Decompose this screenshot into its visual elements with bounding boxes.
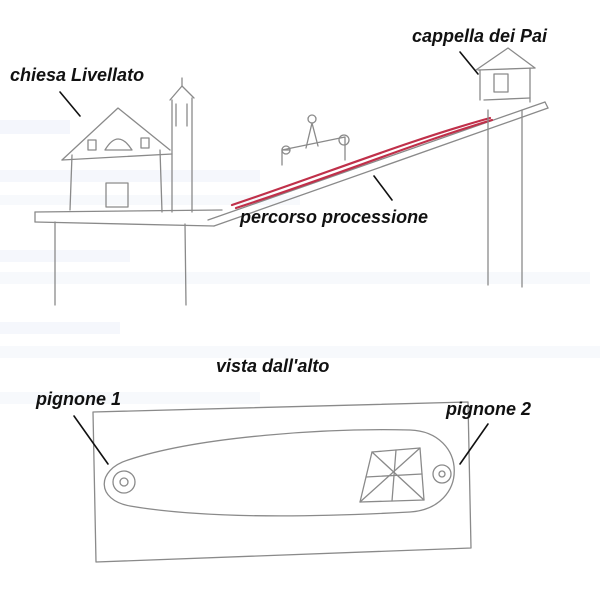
pignone-2-circle xyxy=(432,464,452,484)
pignone-1-label: pignone 1 xyxy=(35,389,121,409)
chiesa-pointer-line xyxy=(59,91,81,117)
church-drawing xyxy=(34,77,223,306)
chapel-drawing xyxy=(475,47,536,288)
pignone-1-circle xyxy=(112,470,136,494)
pignone-1-pointer-line xyxy=(73,415,109,465)
cappella-label: cappella dei Pai xyxy=(412,26,548,46)
chiesa-label: chiesa Livellato xyxy=(10,65,144,85)
vista-title: vista dall'alto xyxy=(216,356,329,376)
procession-figures xyxy=(281,114,350,166)
wheel-sketch xyxy=(359,447,425,503)
side-view: chiesa Livellato cappella dei Pai percor… xyxy=(10,26,549,306)
pignone-2-pointer-line xyxy=(459,423,489,465)
top-view-frame xyxy=(92,401,472,563)
procession-route-line xyxy=(230,116,494,210)
cappella-pointer-line xyxy=(459,51,479,75)
top-view: vista dall'alto pignone 1 pignone 2 xyxy=(35,356,531,563)
percorso-label: percorso processione xyxy=(239,207,428,227)
top-view-oval-track xyxy=(103,429,455,517)
pignone-2-label: pignone 2 xyxy=(445,399,531,419)
bleed-through-marks xyxy=(0,120,600,404)
percorso-pointer-line xyxy=(373,175,393,201)
